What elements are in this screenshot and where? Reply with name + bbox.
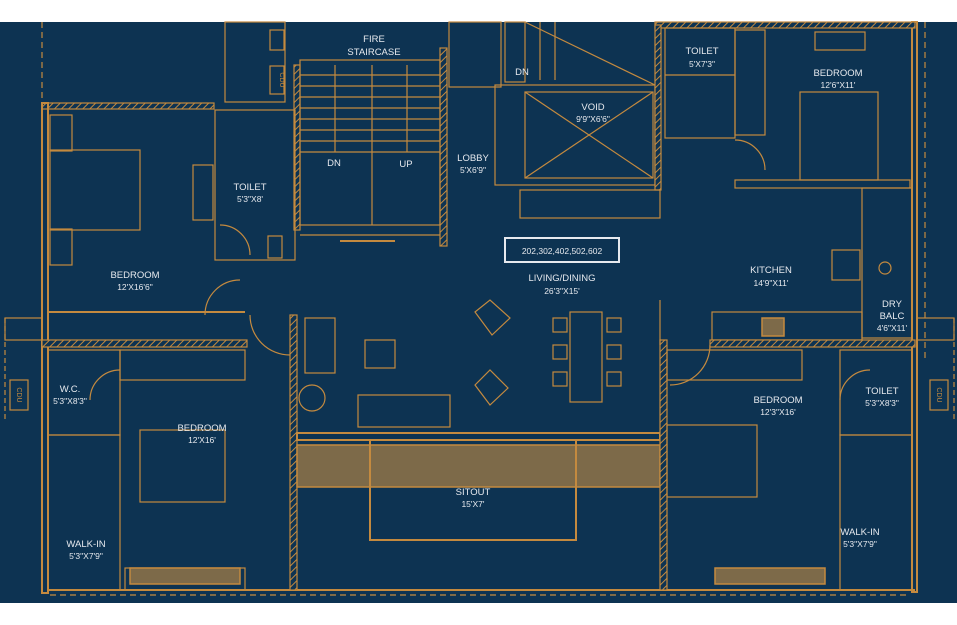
fire-staircase-label-2: STAIRCASE [347, 47, 400, 58]
sitout-label: SITOUT [456, 487, 491, 498]
sitout-dim: 15'X7' [461, 499, 484, 509]
dining-table [569, 311, 603, 403]
cdu-label: CDU [935, 387, 942, 402]
sofa [357, 394, 451, 428]
bedroom-dim: 12'6"X11' [821, 80, 856, 90]
lobby-label: LOBBY [457, 153, 489, 164]
kitchen-label: KITCHEN [750, 265, 792, 276]
sitout-railing [369, 439, 577, 541]
stair-up-label: UP [399, 159, 412, 170]
cdu-unit [9, 379, 29, 411]
cdu-label: CDU [278, 72, 285, 87]
toilet-dim: 5'3"X8' [237, 194, 263, 204]
toilet-dim: 5'3"X8'3" [865, 398, 899, 408]
toilet-label: TOILET [685, 46, 718, 57]
dry-balcony-dim: 4'6"X11' [877, 323, 908, 333]
room-labels: FIRE STAIRCASE DN UP DN LOBBY 5'X6'9" VO… [15, 34, 942, 561]
furniture [298, 299, 622, 428]
staircase-steps [300, 65, 440, 225]
cdu-unit [269, 65, 285, 95]
dry-balcony-label: DRY [882, 299, 903, 310]
walls [4, 21, 955, 596]
unit-numbers: 202,302,402,502,602 [522, 246, 603, 256]
kitchen-dim: 14'9"X11' [754, 278, 789, 288]
walk-in-label: WALK-IN [66, 539, 105, 550]
toilet-label: TOILET [233, 182, 266, 193]
cdu-unit [269, 29, 285, 51]
bedroom-dim: 12'3"X16' [760, 407, 796, 417]
bedroom-dim: 12'X16' [188, 435, 216, 445]
cdu-label: CDU [15, 387, 22, 402]
walk-in-dim: 5'3"X7'9" [69, 551, 103, 561]
bedroom-dim: 12'X16'6" [117, 282, 153, 292]
walk-in-label: WALK-IN [840, 527, 879, 538]
void-opening [524, 91, 654, 179]
bedroom-label: BEDROOM [813, 68, 862, 79]
living-dining-dim: 26'3"X15' [544, 286, 580, 296]
stair-down-label-2: DN [515, 67, 529, 78]
wc-dim: 5'3"X8'3" [53, 396, 87, 406]
void-dim: 9'9"X6'6" [576, 114, 610, 124]
bedroom-label: BEDROOM [753, 395, 802, 406]
unit-number-box [504, 237, 620, 263]
lobby-dim: 5'X6'9" [460, 165, 486, 175]
toilet-dim: 5'X7'3" [689, 59, 715, 69]
toilet-label: TOILET [865, 386, 898, 397]
stair-down-label: DN [327, 158, 341, 169]
cdu-unit [929, 379, 949, 411]
walk-in-dim: 5'3"X7'9" [843, 539, 877, 549]
wc-label: W.C. [60, 384, 81, 395]
sofa [304, 317, 336, 374]
void-label: VOID [581, 102, 604, 113]
living-dining-label: LIVING/DINING [528, 273, 595, 284]
dry-balcony-label-2: BALC [880, 311, 905, 322]
fire-staircase-label: FIRE [363, 34, 385, 45]
bedroom-label: BEDROOM [177, 423, 226, 434]
bedroom-label: BEDROOM [110, 270, 159, 281]
